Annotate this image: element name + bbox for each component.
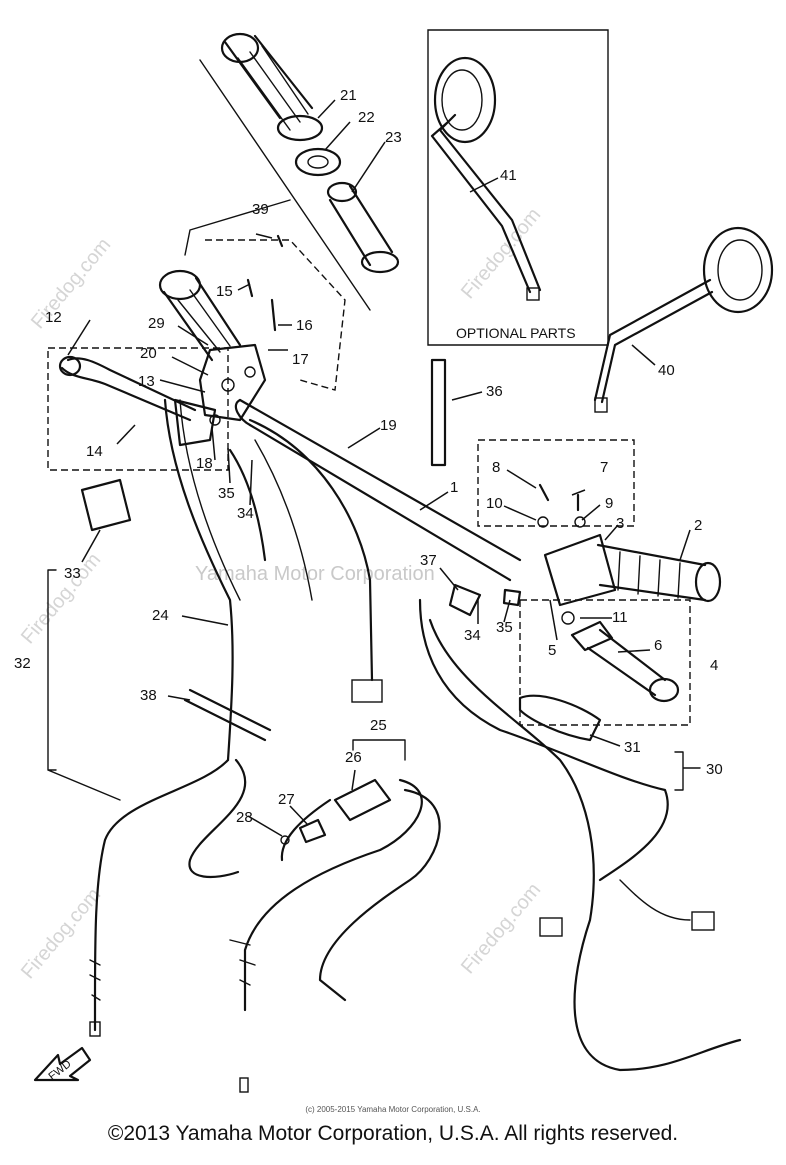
throttle-assembly xyxy=(537,483,722,607)
callout-28: 28 xyxy=(236,809,253,826)
callout-39: 39 xyxy=(252,201,269,218)
callout-38: 38 xyxy=(140,687,157,704)
callout-23: 23 xyxy=(385,129,402,146)
callout-13: 13 xyxy=(138,373,155,390)
callout-35b: 35 xyxy=(496,619,513,636)
callout-12: 12 xyxy=(45,309,62,326)
callout-35a: 35 xyxy=(218,485,235,502)
callout-33: 33 xyxy=(64,565,81,582)
callout-7: 7 xyxy=(600,459,608,476)
small-parts xyxy=(80,478,602,845)
callout-34a: 34 xyxy=(237,505,254,522)
callout-17: 17 xyxy=(292,351,309,368)
watermark-upper-left: Firedog.com xyxy=(27,234,115,333)
watermark-group: Yamaha Motor Corporation Firedog.com Fir… xyxy=(17,204,545,983)
callout-41: 41 xyxy=(500,167,517,184)
cables xyxy=(89,398,742,1093)
leader-lines xyxy=(67,99,691,837)
callout-18: 18 xyxy=(196,455,213,472)
group-box-4a xyxy=(477,439,635,527)
left-grip-exploded xyxy=(184,32,400,311)
callout-37: 37 xyxy=(420,552,437,569)
cable-band xyxy=(430,358,447,467)
group-box-4b xyxy=(519,599,691,726)
handlebar xyxy=(234,398,522,582)
mirror-optional xyxy=(430,56,542,301)
callout-20: 20 xyxy=(140,345,157,362)
callout-29: 29 xyxy=(148,315,165,332)
callout-1: 1 xyxy=(450,479,458,496)
left-grip-installed xyxy=(158,234,284,426)
bracket-lines xyxy=(47,569,701,801)
group-box-12 xyxy=(47,347,229,471)
callout-21: 21 xyxy=(340,87,357,104)
mirror-standard xyxy=(593,226,774,413)
callout-6: 6 xyxy=(654,637,662,654)
callout-8: 8 xyxy=(492,459,500,476)
copyright-notice: ©2013 Yamaha Motor Corporation, U.S.A. A… xyxy=(107,1122,679,1145)
optional-parts-label: OPTIONAL PARTS xyxy=(456,325,576,341)
callout-14: 14 xyxy=(86,443,103,460)
callout-3: 3 xyxy=(616,515,624,532)
callout-15: 15 xyxy=(216,283,233,300)
callout-2: 2 xyxy=(694,517,702,534)
watermark-right-bottom: Firedog.com xyxy=(457,879,545,978)
callout-27: 27 xyxy=(278,791,295,808)
callout-4: 4 xyxy=(710,657,718,674)
callout-26: 26 xyxy=(345,749,362,766)
small-copyright: (c) 2005-2015 Yamaha Motor Corporation, … xyxy=(305,1105,481,1114)
clutch-lever xyxy=(58,355,217,447)
brake-lever xyxy=(561,611,680,703)
callout-22: 22 xyxy=(358,109,375,126)
callout-25: 25 xyxy=(370,717,387,734)
fwd-arrow: FWD xyxy=(33,1046,92,1083)
callout-34b: 34 xyxy=(464,627,481,644)
callout-30: 30 xyxy=(706,761,723,778)
optional-parts-box xyxy=(427,29,609,346)
callout-10: 10 xyxy=(486,495,503,512)
callout-11: 11 xyxy=(612,609,628,626)
callout-24: 24 xyxy=(152,607,169,624)
callout-9: 9 xyxy=(605,495,613,512)
callout-16: 16 xyxy=(296,317,313,334)
callout-5: 5 xyxy=(548,642,556,659)
callout-40: 40 xyxy=(658,362,675,379)
callout-32: 32 xyxy=(14,655,31,672)
watermark-left: Firedog.com xyxy=(17,549,105,648)
watermark-left-bottom: Firedog.com xyxy=(17,884,105,983)
callout-labels: 21 22 23 41 39 15 16 17 29 12 20 13 14 1… xyxy=(14,87,723,826)
callout-36: 36 xyxy=(486,383,503,400)
group-box-upper xyxy=(205,239,346,391)
callout-31: 31 xyxy=(624,739,641,756)
callout-19: 19 xyxy=(380,417,397,434)
watermark-center: Yamaha Motor Corporation xyxy=(195,563,435,585)
